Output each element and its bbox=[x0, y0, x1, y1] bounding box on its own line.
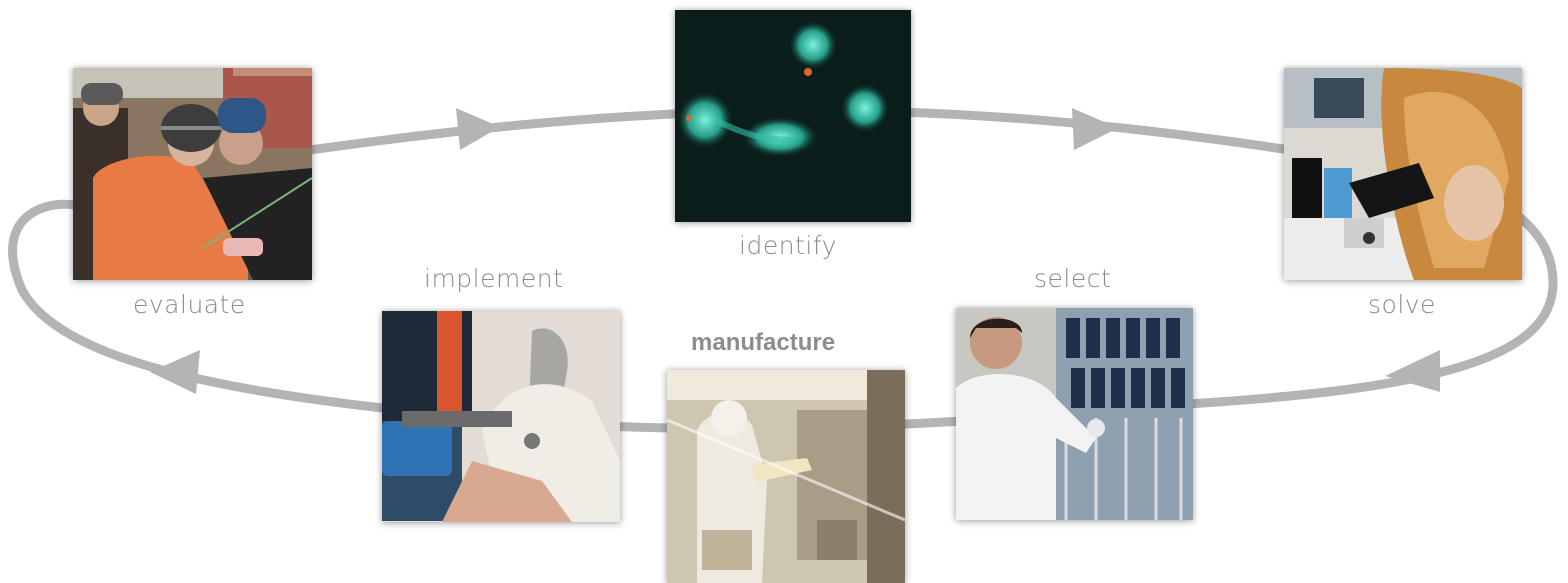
select-label: select bbox=[1034, 264, 1112, 293]
arrow-evaluate-to-identify bbox=[456, 108, 500, 150]
implement-label: implement bbox=[424, 264, 564, 293]
cycle-loop bbox=[8, 106, 1558, 433]
arrow-identify-to-solve bbox=[1072, 108, 1118, 150]
solve-photo bbox=[1284, 68, 1522, 280]
evaluate-label: evaluate bbox=[133, 290, 246, 319]
identify-photo bbox=[675, 10, 911, 222]
arrow-solve-to-select bbox=[1385, 350, 1440, 392]
manufacture-photo bbox=[667, 370, 905, 583]
select-photo bbox=[956, 308, 1193, 520]
evaluate-photo bbox=[73, 68, 312, 280]
identify-label: identify bbox=[739, 231, 837, 260]
solve-label: solve bbox=[1368, 290, 1436, 319]
implement-photo bbox=[382, 311, 620, 522]
arrow-implement-to-evaluate bbox=[150, 350, 200, 394]
manufacture-label: manufacture bbox=[691, 329, 836, 356]
